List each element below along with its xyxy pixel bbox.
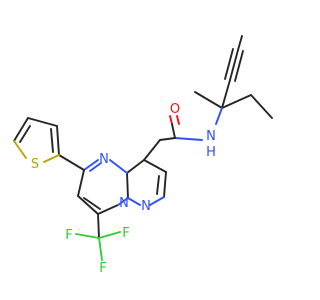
- fluorine-label-right: F: [122, 226, 129, 241]
- pyrazole-nitrogen-label: N: [141, 199, 151, 214]
- amide-nitrogen-label: N: [206, 129, 216, 144]
- pyrazole-ring-bonds: [126, 159, 167, 206]
- bridgehead-nitrogen-label: N: [119, 196, 129, 211]
- pyrimidine-nitrogen-label: N: [99, 152, 109, 167]
- fluorine-label-left: F: [65, 228, 72, 243]
- fluorine-label-bottom: F: [99, 261, 106, 276]
- thiophene-ring-bonds: [13, 117, 85, 171]
- molecule-diagram: O N H N N N S F F F: [13, 35, 273, 276]
- pyrimidine-ring-bonds: [77, 159, 129, 215]
- amide-hydrogen-label: H: [206, 145, 216, 160]
- sulfur-label: S: [31, 157, 39, 172]
- trifluoromethyl-bonds: [75, 213, 121, 261]
- side-chain-bonds: [194, 35, 273, 125]
- structure-svg: O N H N N N S F F F: [13, 35, 273, 276]
- oxygen-label: O: [170, 102, 180, 117]
- atom-labels: O N H N N N S F F F: [31, 102, 216, 276]
- amide-bonds: [143, 115, 203, 161]
